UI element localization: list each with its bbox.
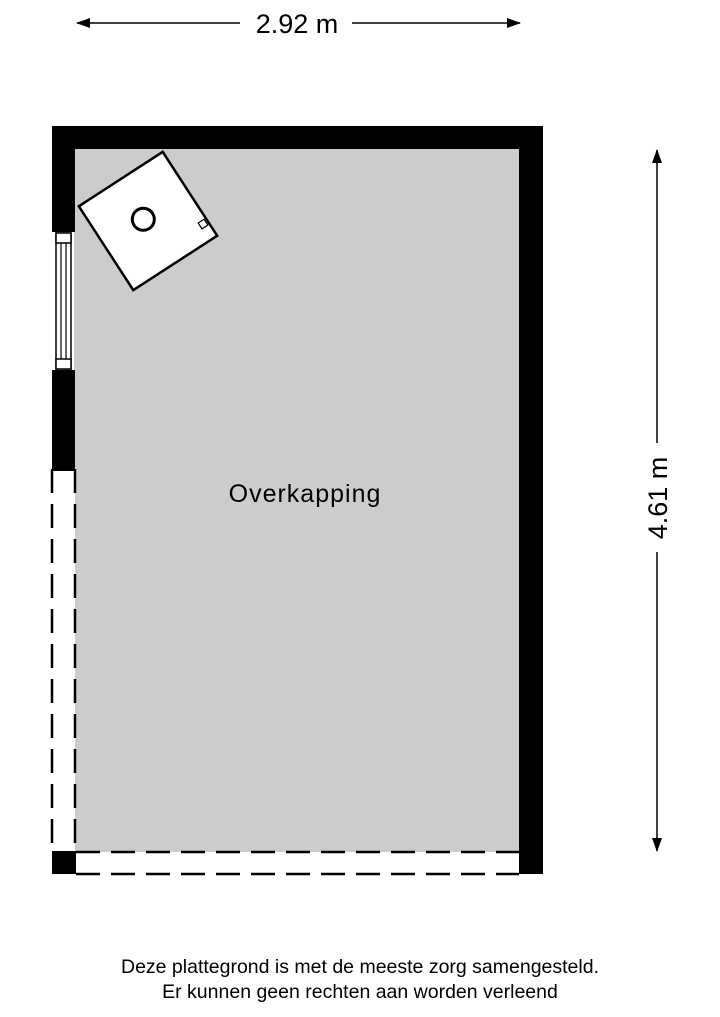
disclaimer-line-2: Er kunnen geen rechten aan worden verlee… [162, 981, 558, 1003]
height-label: 4.61 m [643, 457, 673, 540]
window [55, 232, 72, 370]
room-label: Overkapping [229, 480, 382, 508]
height-dimension: 4.61 m [643, 149, 673, 852]
top-wall [52, 126, 543, 149]
appliance-drum-icon [130, 206, 156, 232]
appliance [77, 150, 219, 292]
open-side-bottom [76, 850, 519, 876]
left-wall-middle [52, 370, 75, 469]
corner-post [52, 851, 76, 874]
right-wall [519, 126, 543, 874]
width-dimension: 2.92 m [76, 9, 521, 39]
width-label: 2.92 m [256, 9, 339, 39]
disclaimer: Deze plattegrond is met de meeste zorg s… [0, 955, 720, 1005]
left-wall-upper [52, 126, 75, 232]
disclaimer-line-1: Deze plattegrond is met de meeste zorg s… [120, 956, 599, 978]
open-side-left [50, 469, 77, 851]
